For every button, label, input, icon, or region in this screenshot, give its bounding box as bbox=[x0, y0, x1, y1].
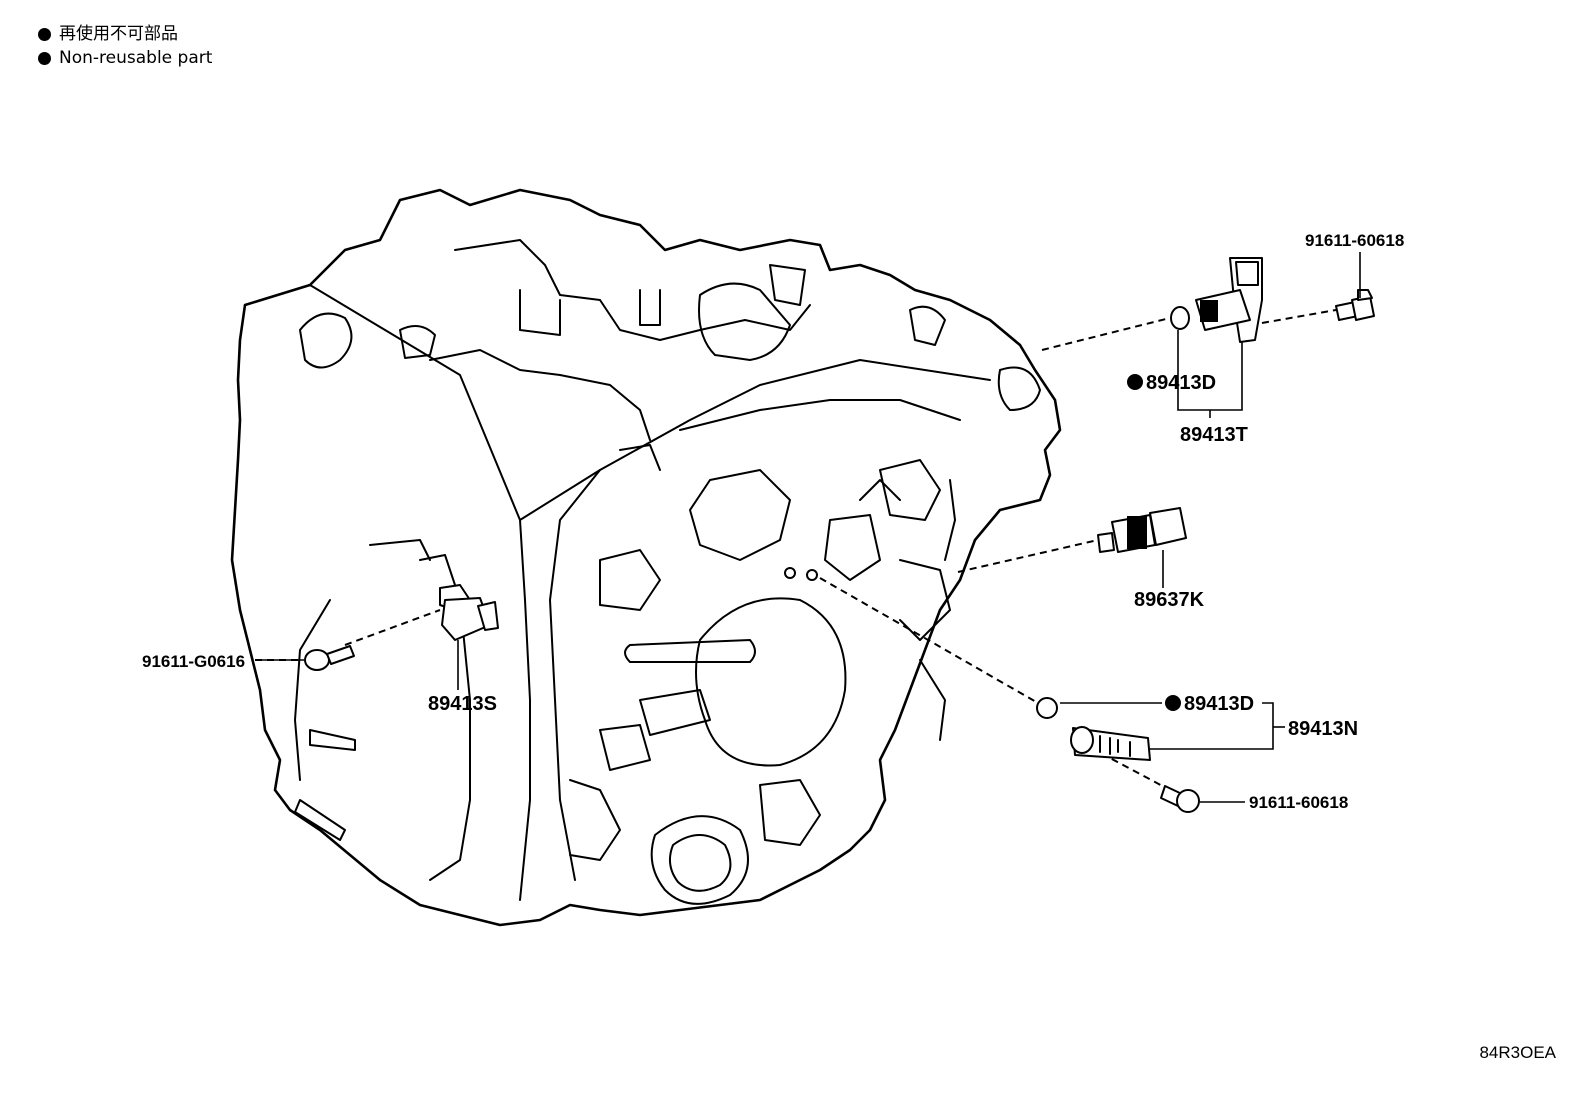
label-oring-right: 89413D bbox=[1184, 693, 1254, 715]
label-oring-top: 89413D bbox=[1146, 372, 1216, 394]
transmission-housing bbox=[230, 188, 1062, 927]
legend: 再使用不可部品 Non-reusable part bbox=[38, 22, 212, 70]
callouts: 91611-60618 89413D 89413T 89637K 91611-G… bbox=[142, 231, 1404, 812]
label-sensor-right: 89413N bbox=[1288, 718, 1358, 740]
diagram-code: 84R3OEA bbox=[1479, 1043, 1556, 1062]
label-bolt-top: 91611-60618 bbox=[1305, 231, 1404, 250]
non-reusable-dot-icon bbox=[1127, 374, 1143, 390]
legend-text-jp: 再使用不可部品 bbox=[59, 24, 178, 44]
bolt-bottom[interactable] bbox=[1160, 785, 1200, 813]
callout-lines bbox=[258, 252, 1361, 803]
non-reusable-dot-icon bbox=[38, 27, 51, 41]
o-ring-right[interactable] bbox=[1036, 697, 1058, 719]
legend-text-en: Non-reusable part bbox=[59, 48, 213, 68]
label-sensor-left: 89413S bbox=[428, 693, 497, 715]
speed-sensor-top[interactable] bbox=[1170, 257, 1263, 343]
non-reusable-dot-icon bbox=[1165, 695, 1181, 711]
legend-row-en: Non-reusable part bbox=[38, 46, 212, 70]
non-reusable-dot-icon bbox=[38, 51, 51, 65]
pressure-switch[interactable] bbox=[1097, 507, 1187, 553]
legend-row-jp: 再使用不可部品 bbox=[38, 22, 212, 46]
speed-sensor-right[interactable] bbox=[1036, 697, 1151, 761]
label-switch: 89637K bbox=[1134, 589, 1205, 611]
label-sensor-top: 89413T bbox=[1180, 424, 1248, 446]
speed-sensor-left[interactable] bbox=[439, 584, 499, 641]
label-bolt-left: 91611-G0616 bbox=[142, 652, 245, 671]
bolt-top[interactable] bbox=[1335, 289, 1375, 321]
o-ring-top[interactable] bbox=[1170, 306, 1190, 330]
bolt-left[interactable] bbox=[304, 645, 355, 671]
label-bolt-bottom: 91611-60618 bbox=[1249, 793, 1348, 812]
